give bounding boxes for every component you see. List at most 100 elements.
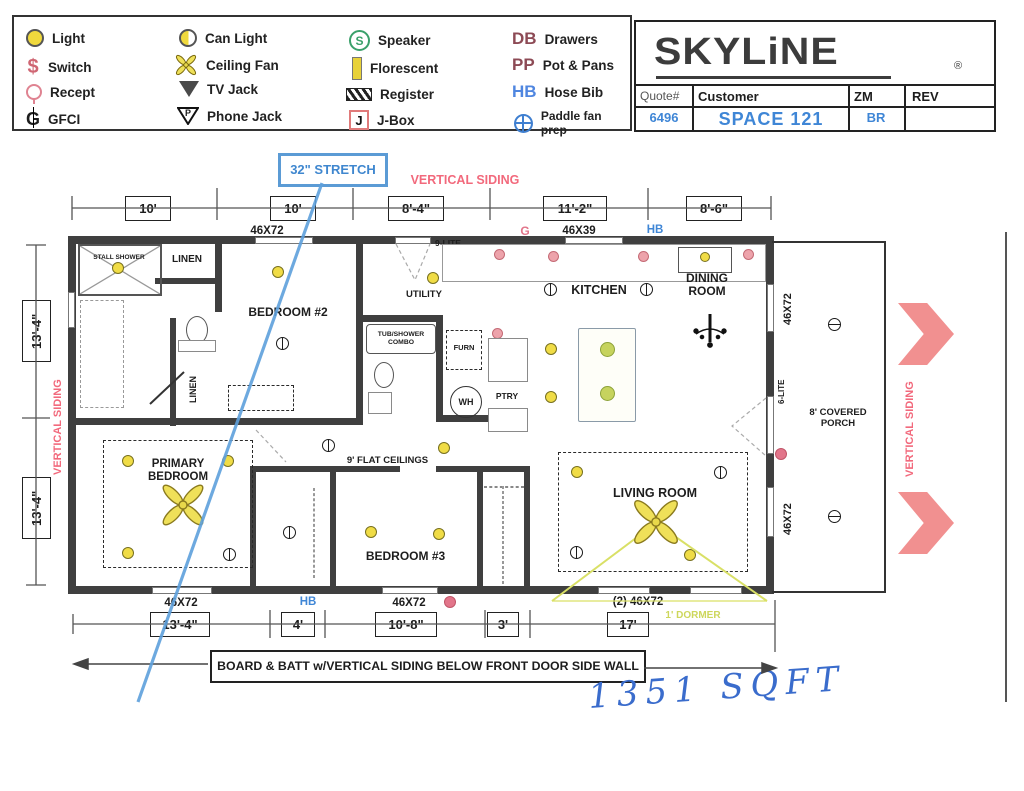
recept-symbol <box>828 318 841 331</box>
divider <box>904 84 906 130</box>
vanity <box>178 340 216 352</box>
gfci-icon: G <box>26 107 41 129</box>
light-symbol <box>700 252 710 262</box>
wall-bath <box>215 236 222 312</box>
board-batt-text: BOARD & BATT w/VERTICAL SIDING BELOW FRO… <box>217 658 639 673</box>
legend-label: Speaker <box>378 33 431 48</box>
wall-bath2 <box>436 315 443 422</box>
light-symbol <box>122 455 134 467</box>
light-symbol <box>571 466 583 478</box>
recept-pink <box>548 251 559 262</box>
j-box-icon: J <box>349 110 369 130</box>
wall-entry-closet-right <box>524 466 530 586</box>
quote-label: Quote# <box>640 89 680 103</box>
register-icon <box>346 88 372 101</box>
wall-exterior-left <box>68 236 76 594</box>
hose-bib-mark: HB <box>299 596 317 608</box>
recept-symbol <box>276 337 289 350</box>
window-label: 46X72 <box>392 597 426 609</box>
legend-box: Light $ Switch Recept G GFCI Can Light <box>12 15 632 137</box>
vertical-siding-top: VERTICAL SIDING <box>410 173 520 187</box>
dim-bottom-1: 13'-4" <box>150 612 210 637</box>
legend-label: Hose Bib <box>544 84 604 100</box>
bath-sink <box>368 392 392 414</box>
tub-shower-label: TUB/SHOWER COMBO <box>377 331 425 346</box>
light-symbol <box>684 549 696 561</box>
dim-top-1: 10' <box>125 196 171 221</box>
window-label: 46X72 <box>782 503 794 535</box>
legend-item-speaker: S Speaker <box>349 30 431 51</box>
phone-jack-icon: P <box>177 107 199 125</box>
legend-label: Pot & Pans <box>542 57 614 73</box>
light-symbol <box>222 455 234 467</box>
wall-hall-a <box>250 466 400 472</box>
divider <box>636 84 994 86</box>
stretch-label: 32" STRETCH <box>290 161 376 177</box>
dim-bottom-2: 4' <box>281 612 315 637</box>
dim-left-1: 13'-4" <box>22 300 51 362</box>
recept-symbol <box>714 466 727 479</box>
florescent-icon <box>352 57 362 80</box>
legend-item-j-box: J J-Box <box>349 110 415 130</box>
light-icon <box>26 29 44 47</box>
wall-wh <box>436 415 494 422</box>
light-symbol <box>112 262 124 274</box>
wall-mid <box>68 418 363 425</box>
window-label: 46X72 <box>782 293 794 325</box>
wall-utility-bath <box>356 315 442 322</box>
window-label: 46X39 <box>562 225 596 237</box>
entry-counter <box>488 408 528 432</box>
recept-dot <box>775 448 787 460</box>
logo-underline <box>656 76 891 79</box>
light-symbol <box>433 528 445 540</box>
light-symbol <box>545 391 557 403</box>
can-light-icon <box>179 29 197 47</box>
porch-outline <box>772 241 886 593</box>
room-label-utility: UTILITY <box>406 289 442 300</box>
speaker-icon: S <box>349 30 370 51</box>
door-9lite-opening <box>395 237 431 244</box>
stretch-callout: 32" STRETCH <box>278 153 388 187</box>
hose-bib-icon: HB <box>512 82 537 101</box>
dim-bottom-5: 17' <box>607 612 649 637</box>
wall-entry-closet-left <box>477 466 483 586</box>
dim-top-5: 8'-6" <box>686 196 742 221</box>
closet-door-dash <box>502 486 504 584</box>
zm-label: ZM <box>854 89 873 104</box>
hose-bib-mark: HB <box>646 224 664 236</box>
tub-shower-combo: TUB/SHOWER COMBO <box>366 324 436 354</box>
recept-symbol <box>283 526 296 539</box>
recept-symbol <box>322 439 335 452</box>
legend-item-paddle-fan: Paddle fan prep <box>514 109 630 137</box>
wall-bedroom2-utility <box>356 236 363 422</box>
customer-label: Customer <box>698 89 759 104</box>
legend-label: Phone Jack <box>207 108 283 124</box>
switch-icon: $ <box>27 56 39 78</box>
water-heater: WH <box>450 386 482 418</box>
legend-label: Florescent <box>370 61 439 76</box>
legend-label: Register <box>380 87 435 102</box>
legend-label: Drawers <box>544 31 598 47</box>
vertical-siding-left: VERTICAL SIDING <box>52 379 64 475</box>
divider <box>636 106 994 108</box>
recept-symbol <box>570 546 583 559</box>
tv-jack-icon <box>179 81 199 97</box>
legend-label: Can Light <box>205 30 268 46</box>
recept-symbol <box>223 548 236 561</box>
wall-closet <box>170 318 176 426</box>
window-bottom-primary <box>152 587 212 594</box>
window-left-bath <box>68 292 75 328</box>
wall-closet-bedroom3 <box>330 466 336 586</box>
legend-item-light: Light <box>26 29 85 47</box>
furnace-box: FURN <box>446 330 482 370</box>
stall-shower-label: STALL SHOWER <box>93 254 145 261</box>
door-label-9lite: 9-LITE <box>435 238 461 248</box>
recept-icon <box>26 84 42 100</box>
wall-hall-b <box>436 466 530 472</box>
linen-label: LINEN <box>172 254 202 265</box>
legend-label: Switch <box>48 60 92 75</box>
rev-label: REV <box>912 89 939 104</box>
window-label: (2) 46X72 <box>612 596 664 608</box>
title-block: SKYLiNE ® Quote# Customer ZM REV 6496 SP… <box>634 20 996 132</box>
